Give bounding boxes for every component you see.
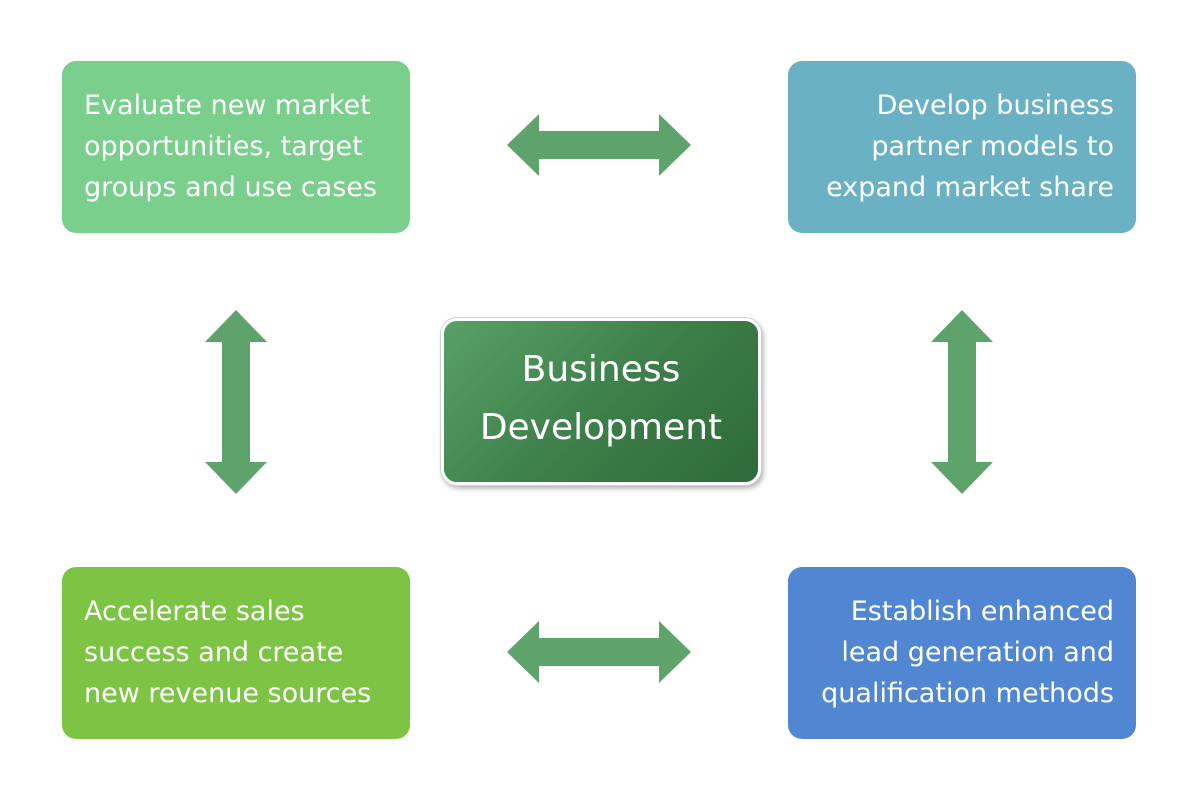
node-text-line: opportunities, target [84,131,363,162]
double-headed-vertical-arrow-icon [931,310,993,494]
node-text-line: new revenue sources [84,678,372,709]
node-accelerate-sales-success: Accelerate sales success and create new … [62,567,410,739]
center-node-business-development: Business Development [441,318,761,485]
node-text-line: Establish enhanced [850,596,1114,627]
node-evaluate-market-opportunities: Evaluate new market opportunities, targe… [62,61,410,233]
node-text-line: Evaluate new market [84,90,371,121]
double-headed-vertical-arrow-icon [205,310,267,494]
double-headed-horizontal-arrow-icon [507,621,691,683]
node-text-line: groups and use cases [84,172,377,203]
node-text-line: success and create [84,637,344,668]
node-develop-partner-models: Develop business partner models to expan… [788,61,1136,233]
double-headed-horizontal-arrow-icon [507,114,691,176]
node-text-line: expand market share [826,172,1114,203]
node-text-line: lead generation and [841,637,1114,668]
center-title-line: Business [521,349,681,390]
node-text-line: Accelerate sales [84,596,305,627]
node-text-line: qualification methods [821,678,1114,709]
node-text-line: partner models to [871,131,1114,162]
center-title-line: Development [479,407,723,448]
node-text-line: Develop business [876,90,1114,121]
node-establish-lead-generation: Establish enhanced lead generation and q… [788,567,1136,739]
